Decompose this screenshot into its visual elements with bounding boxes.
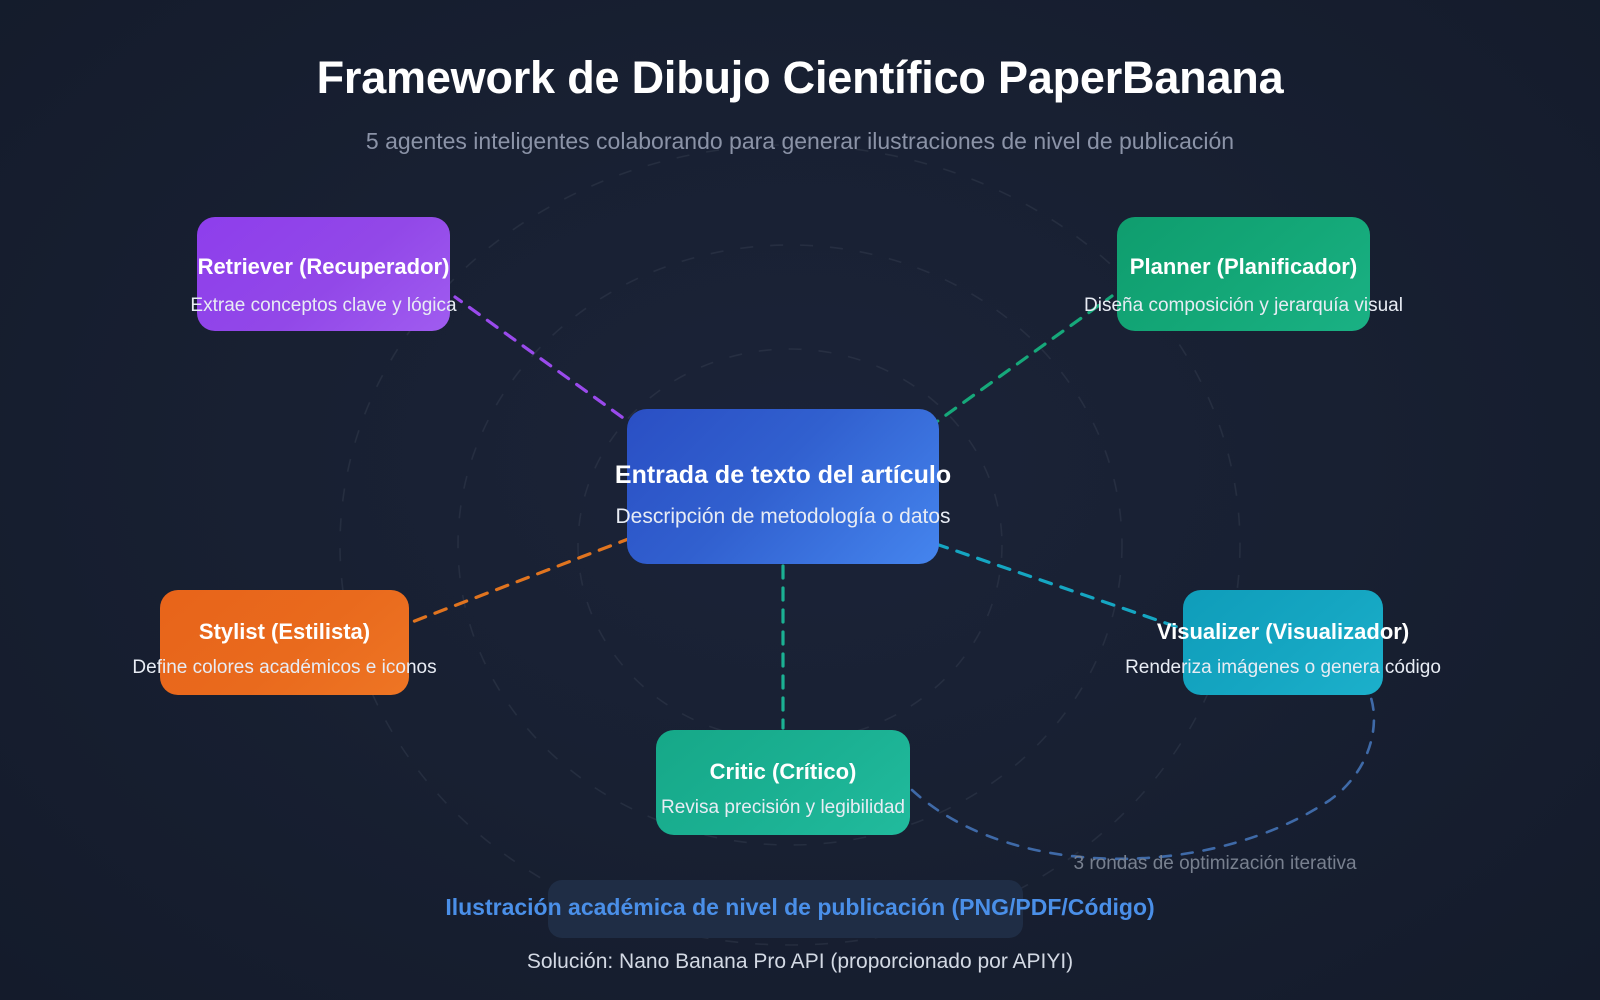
node-visualizer-subtitle: Renderiza imágenes o genera código [1125, 657, 1441, 678]
node-retriever[interactable]: Retriever (Recuperador) Extrae conceptos… [190, 217, 457, 331]
node-planner-subtitle: Diseña composición y jerarquía visual [1084, 295, 1403, 316]
node-visualizer[interactable]: Visualizer (Visualizador) Renderiza imág… [1125, 590, 1441, 695]
node-stylist-title: Stylist (Estilista) [198, 619, 371, 644]
node-critic[interactable]: Critic (Crítico) Revisa precisión y legi… [656, 730, 910, 835]
node-article-input-subtitle: Descripción de metodología o datos [615, 505, 951, 528]
edge-feedback-loop [910, 688, 1376, 861]
edge-center-to-visualizer [934, 542, 1188, 632]
node-critic-title: Critic (Crítico) [709, 759, 857, 784]
page-title: Framework de Dibujo Científico PaperBana… [316, 52, 1284, 103]
node-planner-title: Planner (Planificador) [1129, 254, 1358, 279]
output-banner-background [548, 880, 1023, 938]
feedback-loop-caption: 3 rondas de optimización iterativa [1073, 853, 1357, 874]
edge-center-to-stylist [410, 536, 633, 624]
node-retriever-subtitle: Extrae conceptos clave y lógica [190, 295, 457, 316]
node-stylist-subtitle: Define colores académicos e iconos [132, 657, 437, 678]
footer-note: Solución: Nano Banana Pro API (proporcio… [526, 950, 1074, 973]
edge-center-to-retriever [453, 295, 642, 432]
node-stylist[interactable]: Stylist (Estilista) Define colores acadé… [132, 590, 437, 695]
node-planner[interactable]: Planner (Planificador) Diseña composició… [1084, 217, 1403, 331]
page-subtitle: 5 agentes inteligentes colaborando para … [365, 128, 1235, 154]
node-critic-subtitle: Revisa precisión y legibilidad [661, 797, 905, 818]
node-visualizer-title: Visualizer (Visualizador) [1156, 619, 1410, 644]
node-article-input[interactable]: Entrada de texto del artículo Descripció… [615, 409, 951, 564]
output-label: Ilustración académica de nivel de public… [445, 894, 1155, 920]
node-retriever-title: Retriever (Recuperador) [197, 254, 450, 279]
node-article-input-title: Entrada de texto del artículo [614, 461, 952, 489]
